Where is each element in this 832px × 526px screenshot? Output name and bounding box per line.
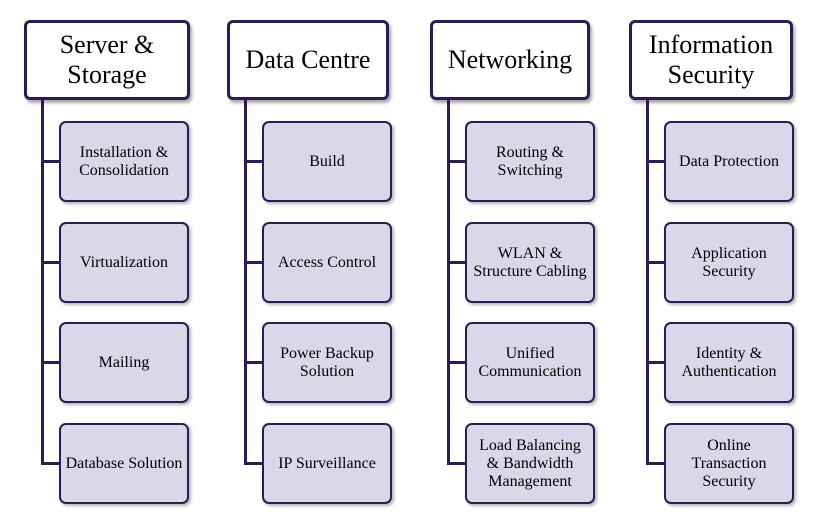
item-load-balancing-bandwidth-management: Load Balancing & Bandwidth Management	[465, 423, 595, 504]
connector-branch	[447, 261, 465, 264]
connector-branch	[244, 361, 262, 364]
connector-branch	[41, 361, 59, 364]
item-routing-switching: Routing & Switching	[465, 121, 595, 202]
item-unified-communication: Unified Communication	[465, 322, 595, 403]
connector-branch	[244, 160, 262, 163]
item-access-control: Access Control	[262, 222, 392, 303]
connector-branch	[447, 361, 465, 364]
connector-branch	[646, 261, 664, 264]
item-build: Build	[262, 121, 392, 202]
column-header: Information Security	[629, 20, 793, 100]
column-server-storage: Server & Storage Installation & Consolid…	[24, 0, 224, 526]
column-header: Networking	[430, 20, 590, 100]
connector-trunk	[244, 100, 247, 464]
connector-trunk	[41, 100, 44, 464]
column-header: Server & Storage	[24, 20, 190, 100]
column-header: Data Centre	[227, 20, 389, 100]
connector-branch	[447, 160, 465, 163]
connector-branch	[41, 160, 59, 163]
connector-trunk	[447, 100, 450, 464]
column-networking: Networking Routing & Switching WLAN & St…	[430, 0, 630, 526]
item-ip-surveillance: IP Surveillance	[262, 423, 392, 504]
item-database-solution: Database Solution	[59, 423, 189, 504]
column-data-centre: Data Centre Build Access Control Power B…	[227, 0, 427, 526]
item-online-transaction-security: Online Transaction Security	[664, 423, 794, 504]
item-installation-consolidation: Installation & Consolidation	[59, 121, 189, 202]
item-mailing: Mailing	[59, 322, 189, 403]
connector-branch	[244, 462, 262, 465]
item-virtualization: Virtualization	[59, 222, 189, 303]
item-identity-authentication: Identity & Authentication	[664, 322, 794, 403]
connector-trunk	[646, 100, 649, 464]
item-data-protection: Data Protection	[664, 121, 794, 202]
connector-branch	[41, 261, 59, 264]
item-application-security: Application Security	[664, 222, 794, 303]
connector-branch	[646, 462, 664, 465]
connector-branch	[447, 462, 465, 465]
connector-branch	[41, 462, 59, 465]
connector-branch	[646, 361, 664, 364]
column-information-security: Information Security Data Protection App…	[629, 0, 829, 526]
item-wlan-structure-cabling: WLAN & Structure Cabling	[465, 222, 595, 303]
connector-branch	[646, 160, 664, 163]
item-power-backup-solution: Power Backup Solution	[262, 322, 392, 403]
connector-branch	[244, 261, 262, 264]
